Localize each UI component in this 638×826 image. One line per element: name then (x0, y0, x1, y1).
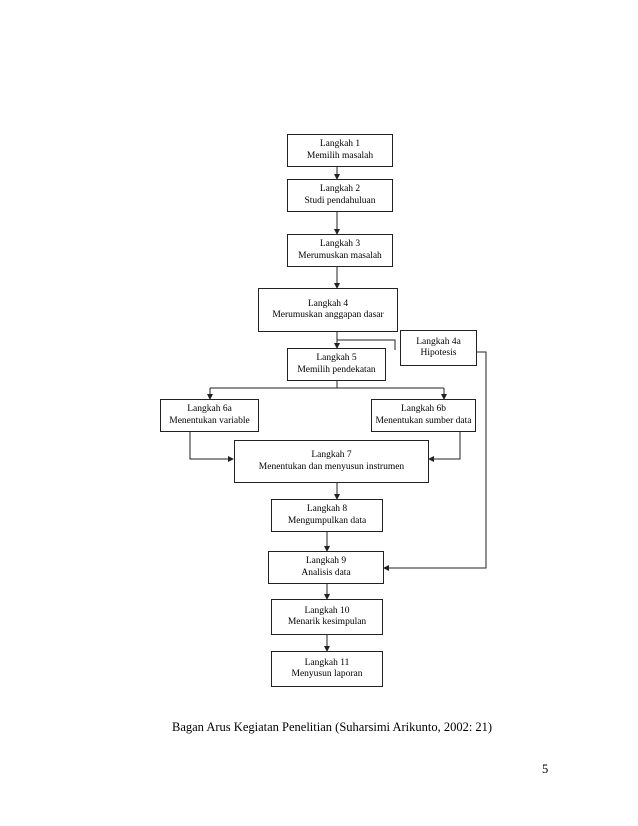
step-7-title: Langkah 7 (311, 450, 352, 460)
arrow-6b-7 (428, 432, 461, 462)
step-4a-box: Langkah 4a Hipotesis (400, 330, 477, 366)
step-3-title: Langkah 3 (319, 239, 361, 249)
step-11-title: Langkah 11 (304, 657, 350, 668)
step-10-box: Langkah 10 Menarik kesimpulan (271, 599, 383, 635)
step-7-desc: Menentukan dan menyusun instrumen (258, 461, 405, 472)
step-6a-box: Langkah 6a Menentukan variable (160, 399, 259, 432)
step-4-title: Langkah 4 (307, 298, 349, 309)
connector-4-4a (337, 339, 396, 350)
step-2-box: Langkah 2 Studi pendahuluan (287, 179, 393, 212)
step-1-desc: Memilih masalah (306, 150, 374, 161)
step-8-desc: Mengumpulkan data (287, 515, 367, 526)
step-8-title: Langkah 8 (306, 504, 348, 514)
step-7-box: Langkah 7 Menentukan dan menyusun instru… (234, 440, 429, 483)
page-number: 5 (542, 762, 549, 776)
step-6b-box: Langkah 6b Menentukan sumber data (371, 399, 476, 432)
step-4a-desc: Hipotesis (420, 348, 457, 358)
step-1-box: Langkah 1 Memilih masalah (287, 134, 393, 167)
step-10-desc: Menarik kesimpulan (287, 617, 367, 627)
step-1-title: Langkah 1 (319, 139, 361, 149)
step-6b-desc: Menentukan sumber data (375, 415, 472, 426)
step-9-box: Langkah 9 Analisis data (268, 551, 384, 584)
step-3-desc: Merumuskan masalah (298, 250, 382, 261)
step-5-desc: Memilih pendekatan (297, 364, 376, 375)
step-6b-title: Langkah 6b (400, 404, 447, 414)
step-3-box: Langkah 3 Merumuskan masalah (287, 234, 393, 267)
step-11-desc: Menyusun laporan (291, 669, 363, 679)
step-5-title: Langkah 5 (316, 353, 357, 363)
step-4-desc: Merumuskan anggapan dasar (272, 310, 384, 320)
step-4a-title: Langkah 4a (416, 336, 461, 347)
step-8-box: Langkah 8 Mengumpulkan data (271, 499, 383, 532)
step-2-desc: Studi pendahuluan (304, 195, 376, 206)
step-9-title: Langkah 9 (305, 556, 347, 566)
step-11-box: Langkah 11 Menyusun laporan (271, 651, 383, 687)
step-6a-title: Langkah 6a (187, 404, 232, 414)
step-4-box: Langkah 4 Merumuskan anggapan dasar (258, 288, 398, 332)
step-2-title: Langkah 2 (319, 184, 361, 194)
step-10-title: Langkah 10 (304, 605, 350, 616)
arrow-4a-9 (383, 351, 487, 571)
step-9-desc: Analisis data (301, 567, 351, 578)
step-6a-desc: Menentukan variable (169, 415, 250, 426)
step-5-box: Langkah 5 Memilih pendekatan (287, 348, 386, 381)
figure-caption: Bagan Arus Kegiatan Penelitian (Suharsim… (172, 720, 493, 734)
arrow-6a-7 (189, 432, 234, 462)
